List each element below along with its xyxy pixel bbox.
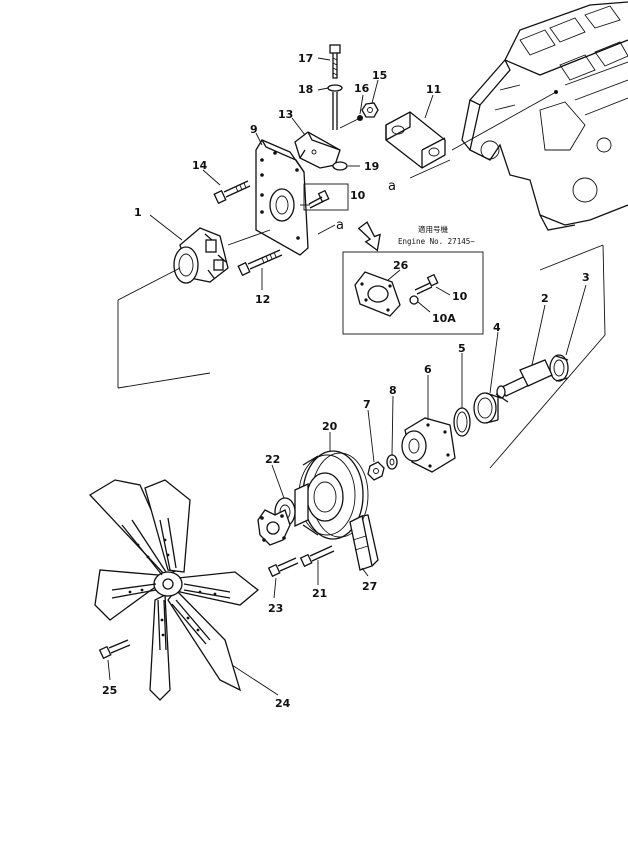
engine-note-line2: Engine No. 27145~ (398, 237, 475, 246)
part-6-housing (401, 417, 456, 473)
callout-3: 3 (582, 271, 590, 284)
part-4-bearing (473, 392, 499, 424)
part-9-bracket (255, 139, 309, 256)
callout-1: 1 (134, 206, 142, 219)
callout-18: 18 (298, 83, 313, 96)
part-14-bolt (213, 180, 251, 205)
ref-a-mid: a (336, 218, 344, 233)
callout-6: 6 (424, 363, 432, 376)
part-22-hub (257, 509, 291, 546)
leader-15-16 (339, 116, 363, 129)
callout-22: 22 (265, 453, 280, 466)
leader-a-right (451, 91, 557, 151)
callout-20: 20 (322, 420, 338, 433)
part-17-bolt (329, 44, 341, 79)
belt-outline (117, 244, 606, 469)
part-10-box (303, 183, 349, 211)
callout-19: 19 (364, 160, 379, 173)
callout-15: 15 (372, 69, 387, 82)
callout-labels: 17 18 15 16 11 13 9 19 14 10 a a 1 12 適用… (102, 52, 590, 710)
part-24-fan (88, 479, 260, 701)
part-3-bearing (549, 354, 569, 382)
part-11-bracket (385, 111, 446, 169)
part-10-bolt (308, 189, 330, 209)
part-18-washer (327, 84, 343, 92)
callout-12: 12 (255, 293, 270, 306)
part-23-bolt (267, 557, 299, 578)
leader-1-axis (227, 229, 271, 246)
part-10a-washer (409, 295, 419, 305)
callout-10b: 10 (452, 290, 468, 303)
callout-26: 26 (393, 259, 409, 272)
callout-2: 2 (541, 292, 549, 305)
callout-4: 4 (493, 321, 501, 334)
callout-7: 7 (363, 398, 371, 411)
part-8-washer (386, 454, 398, 470)
callout-11: 11 (426, 83, 441, 96)
callout-13: 13 (278, 108, 293, 121)
callout-17: 17 (298, 52, 313, 65)
callout-16: 16 (354, 82, 370, 95)
callout-8: 8 (389, 384, 397, 397)
callout-24: 24 (275, 697, 291, 710)
part-26-plate (354, 271, 401, 317)
part-15-nut (361, 102, 379, 118)
note-arrow (357, 221, 381, 252)
note-box (342, 251, 484, 335)
part-7-nut (367, 461, 385, 481)
callout-9: 9 (250, 123, 258, 136)
callout-25: 25 (102, 684, 117, 697)
part-25-bolt (98, 639, 131, 660)
part-27-belt (349, 514, 379, 571)
callout-5: 5 (458, 342, 466, 355)
leader-lines (107, 57, 587, 696)
callout-14: 14 (192, 159, 208, 172)
callout-10: 10 (350, 189, 366, 202)
part-12-bolt (237, 249, 283, 277)
callout-10a: 10A (432, 312, 456, 325)
ref-a-top: a (388, 179, 396, 194)
part-13-bracket (294, 131, 341, 169)
part-10-bolt-note (414, 273, 439, 295)
engine-block (461, 1, 628, 231)
engine-note-line1: 適用号機 (418, 224, 448, 234)
callout-23: 23 (268, 602, 283, 615)
leader-a-top (409, 159, 451, 179)
part-2-shaft (495, 359, 553, 403)
callout-27: 27 (362, 580, 377, 593)
callout-21: 21 (312, 587, 327, 600)
part-17-rod (332, 92, 338, 130)
part-20-pulley (298, 450, 369, 540)
part-21-bolt (299, 545, 335, 568)
leader-a-mid (317, 224, 336, 235)
part-19-spacer (332, 161, 348, 171)
part-1-hub (173, 227, 229, 284)
